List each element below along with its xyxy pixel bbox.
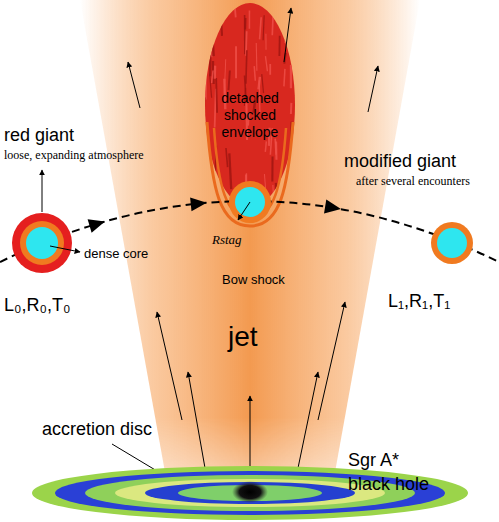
parameter-label: L₁,R₁,T₁: [388, 290, 450, 312]
dense-core: [26, 227, 58, 259]
black-hole-label: Sgr A* black hole: [348, 448, 440, 496]
black-hole: [232, 481, 268, 503]
disc-label: accretion disc: [42, 418, 152, 440]
star-in-jet: [229, 181, 271, 223]
star-label: modified giant: [344, 150, 456, 172]
modified-giant-core: [437, 228, 467, 258]
red-giant-envelope: [20, 221, 64, 265]
parameter-label: L₀,R₀,T₀: [4, 294, 70, 316]
envelope-label: detached shocked envelope: [208, 90, 292, 141]
modified-giant-star: [431, 222, 473, 264]
star-note: after several encounters: [356, 174, 470, 189]
star-label: red giant: [4, 124, 74, 146]
orbit-arrowheads: [88, 196, 342, 233]
jet-flow-arrows: [42, 8, 378, 476]
bow-shock-inner: [214, 128, 286, 218]
jet-label: jet: [228, 320, 258, 354]
radius-label: Rstag: [212, 232, 242, 248]
leader-lines: [50, 202, 344, 490]
shock-label: Bow shock: [222, 272, 285, 288]
core-label: dense core: [84, 246, 148, 262]
star-note: loose, expanding atmosphere: [4, 148, 144, 163]
red-giant-star: [12, 213, 72, 273]
